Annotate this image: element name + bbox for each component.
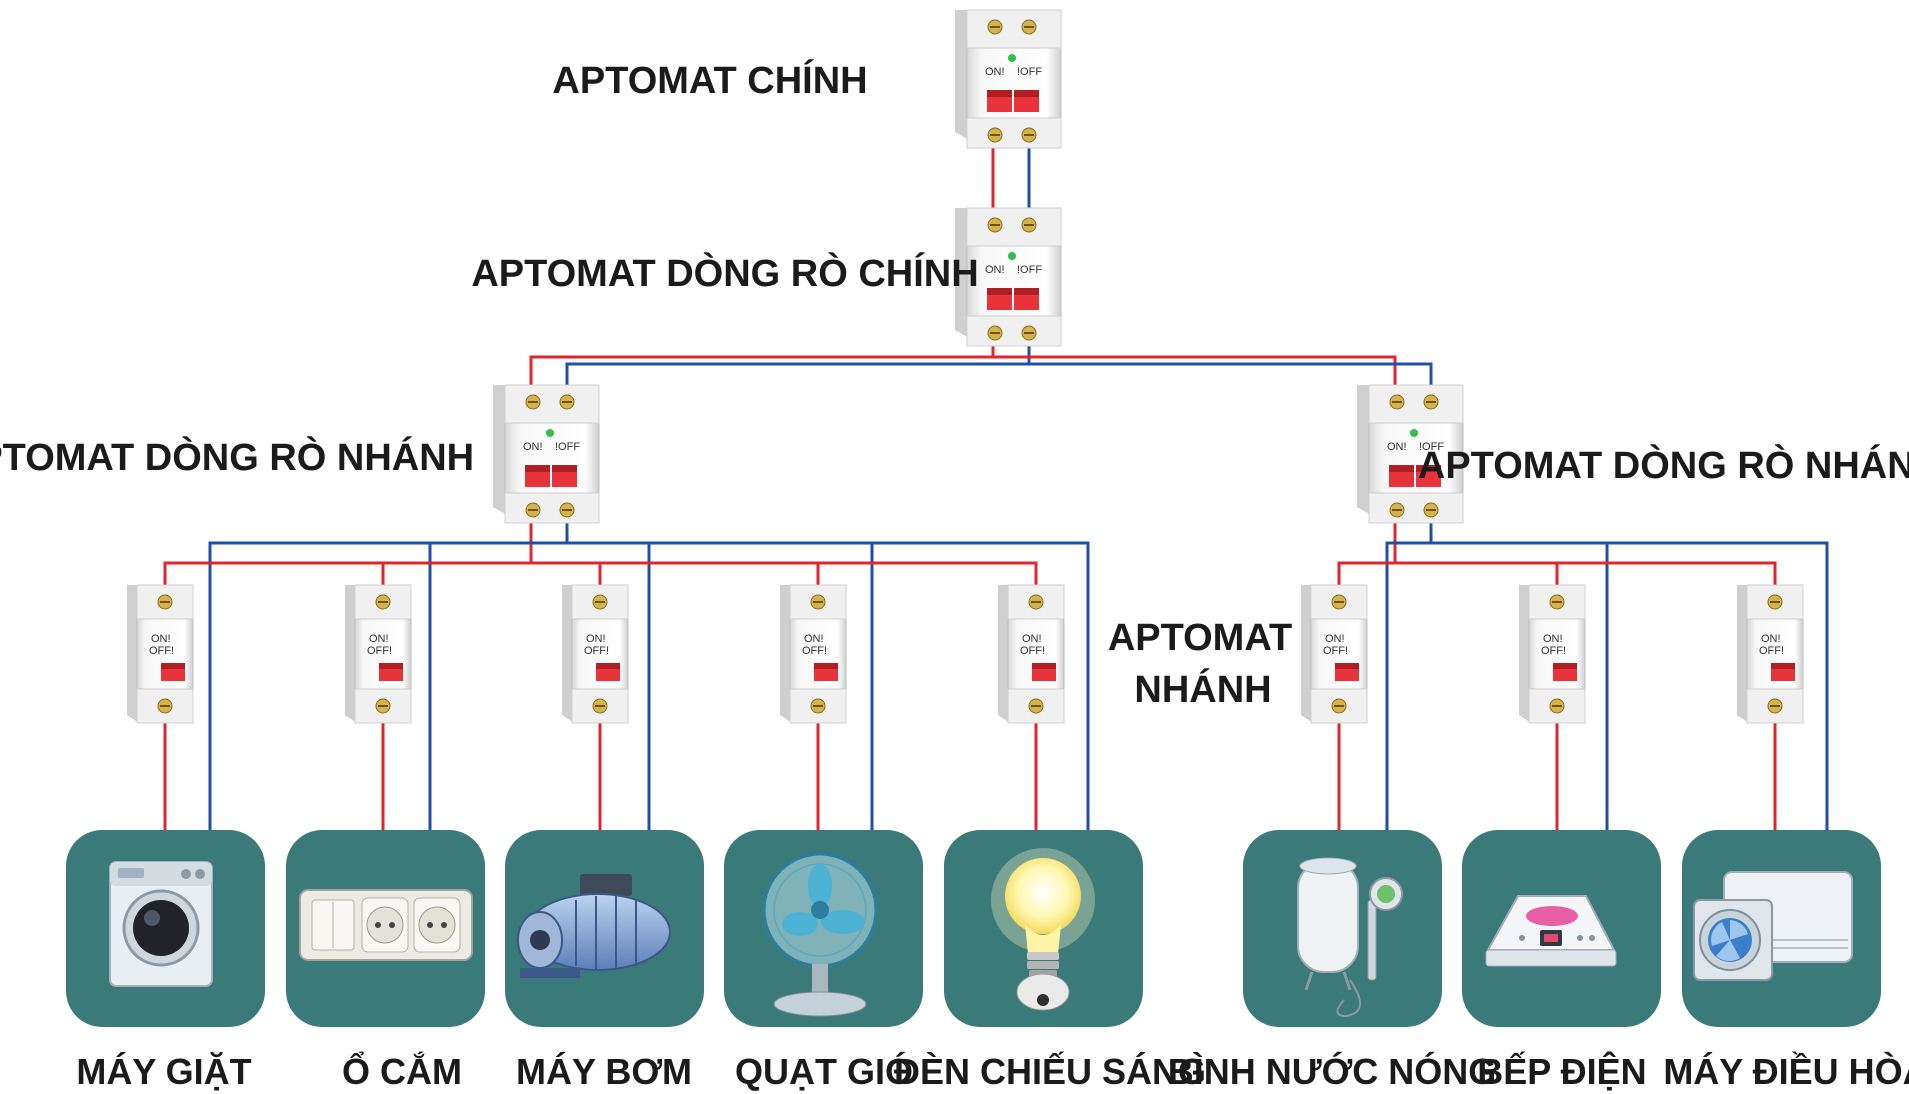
fan-icon bbox=[762, 852, 878, 1017]
off-label: !OFF bbox=[555, 441, 580, 453]
branch-breaker: ON!OFF! bbox=[998, 584, 1065, 724]
off-label: OFF! bbox=[1020, 645, 1045, 657]
branch-rcd-label-left: APTOMAT DÒNG RÒ NHÁNH bbox=[0, 435, 474, 479]
device-name: ĐÈN CHIẾU SÁNG bbox=[894, 1051, 1206, 1092]
off-label: !OFF bbox=[1017, 66, 1042, 78]
on-label: ON! bbox=[523, 441, 543, 453]
washing-machine-icon bbox=[109, 861, 213, 987]
on-label: ON! bbox=[1761, 633, 1781, 645]
on-label: ON! bbox=[1022, 633, 1042, 645]
wiring bbox=[163, 148, 1829, 838]
live-wire-bus bbox=[529, 355, 1397, 388]
on-label: ON! bbox=[1325, 633, 1345, 645]
off-label: OFF! bbox=[802, 645, 827, 657]
electric-stove-icon bbox=[1485, 895, 1617, 967]
off-label: OFF! bbox=[367, 645, 392, 657]
branch-breaker: ON!OFF! bbox=[1737, 584, 1804, 724]
device-name: BÌNH NƯỚC NÓNG bbox=[1168, 1050, 1497, 1092]
on-label: ON! bbox=[985, 264, 1005, 276]
off-label: OFF! bbox=[1323, 645, 1348, 657]
on-label: ON! bbox=[804, 633, 824, 645]
branch-breaker: ON!OFF! bbox=[345, 584, 412, 724]
on-label: ON! bbox=[369, 633, 389, 645]
labels: APTOMAT CHÍNH APTOMAT DÒNG RÒ CHÍNH APTO… bbox=[0, 58, 1909, 711]
on-label: ON! bbox=[1543, 633, 1563, 645]
device-name: MÁY BƠM bbox=[516, 1051, 692, 1092]
device-name: BẾP ĐIỆN bbox=[1477, 1050, 1646, 1092]
branch-breaker-label-line2: NHÁNH bbox=[1134, 667, 1271, 711]
off-label: OFF! bbox=[1541, 645, 1566, 657]
power-socket-icon bbox=[299, 889, 473, 961]
branch-breaker: ON!OFF! bbox=[780, 584, 847, 724]
device-name: QUẠT GIÓ bbox=[735, 1050, 913, 1092]
main-breaker-label: APTOMAT CHÍNH bbox=[552, 58, 867, 102]
branch-breaker: ON!OFF! bbox=[1301, 584, 1368, 724]
device-name: MÁY GIẶT bbox=[76, 1051, 251, 1092]
on-label: ON! bbox=[985, 66, 1005, 78]
off-label: OFF! bbox=[149, 645, 174, 657]
on-label: ON! bbox=[1387, 441, 1407, 453]
off-label: OFF! bbox=[1759, 645, 1784, 657]
branch-rcd-label-right: APTOMAT DÒNG RÒ NHÁNH bbox=[1418, 443, 1909, 487]
main-rcd-label: APTOMAT DÒNG RÒ CHÍNH bbox=[471, 251, 978, 295]
air-conditioner-icon bbox=[1693, 871, 1853, 981]
branch-breakers: ON!OFF!ON!OFF!ON!OFF!ON!OFF!ON!OFF!ON!OF… bbox=[127, 584, 1804, 724]
neutral-wire-bus bbox=[565, 362, 1433, 388]
light-bulb-icon bbox=[991, 848, 1095, 1011]
water-heater-icon bbox=[1297, 857, 1403, 1018]
main-breaker: ON! !OFF bbox=[955, 9, 1062, 149]
off-label: !OFF bbox=[1017, 264, 1042, 276]
main-rcd-breaker: ON! !OFF bbox=[955, 207, 1062, 347]
branch-breaker: ON!OFF! bbox=[562, 584, 629, 724]
branch-rcd-breaker-left: ON! !OFF bbox=[493, 384, 600, 524]
device-name: Ổ CẮM bbox=[342, 1049, 462, 1092]
on-label: ON! bbox=[151, 633, 171, 645]
branch-breaker: ON!OFF! bbox=[127, 584, 194, 724]
water-pump-icon bbox=[517, 874, 671, 978]
branch-breaker-label-line1: APTOMAT bbox=[1108, 617, 1292, 659]
on-label: ON! bbox=[586, 633, 606, 645]
device-name: MÁY ĐIỀU HÒA bbox=[1663, 1050, 1909, 1092]
branch-breaker: ON!OFF! bbox=[1519, 584, 1586, 724]
off-label: OFF! bbox=[584, 645, 609, 657]
off-label: !OFF bbox=[1419, 441, 1444, 453]
branch-rcd-breaker-right: ON! !OFF bbox=[1357, 384, 1464, 524]
